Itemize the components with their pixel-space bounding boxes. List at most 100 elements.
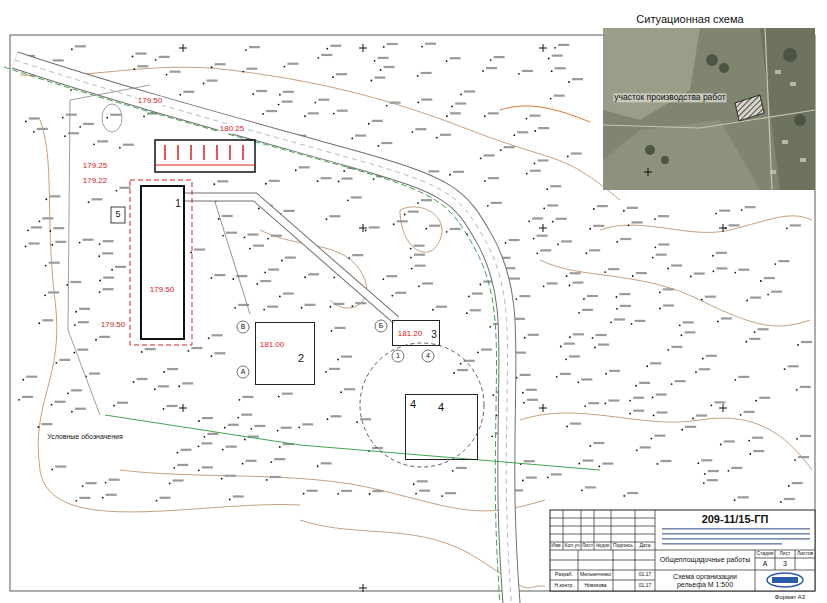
circle-shape — [661, 156, 669, 164]
rect-shape — [248, 233, 259, 235]
rect-shape — [671, 264, 682, 266]
survey-point — [584, 402, 599, 407]
survey-point — [51, 465, 66, 470]
circle-shape — [421, 46, 423, 48]
survey-point — [33, 128, 48, 133]
circle-shape — [653, 414, 655, 416]
rect-shape — [636, 272, 647, 274]
survey-point — [482, 67, 497, 72]
rect-shape — [59, 359, 70, 361]
survey-point — [623, 207, 638, 212]
circle-shape — [79, 126, 81, 128]
circle-shape — [584, 405, 586, 407]
polygon-shape — [735, 95, 764, 121]
circle-shape — [99, 280, 101, 282]
line-shape — [229, 145, 231, 160]
rect-shape — [397, 220, 408, 222]
rect-shape — [456, 467, 467, 469]
rect-shape — [115, 266, 126, 268]
survey-point — [75, 497, 90, 502]
circle-shape — [265, 183, 267, 185]
circle-shape — [701, 299, 703, 301]
circle-shape — [190, 252, 192, 254]
rect-shape — [55, 465, 66, 467]
rect-shape — [602, 462, 613, 464]
rect-shape — [486, 67, 497, 69]
survey-point — [198, 466, 213, 471]
circle-shape — [141, 351, 143, 353]
circle-shape — [222, 235, 224, 237]
circle-shape — [522, 480, 524, 482]
rect-shape — [775, 70, 781, 74]
rect-shape — [800, 435, 811, 437]
circle-shape — [585, 252, 587, 254]
rect-shape — [267, 306, 278, 308]
survey-point — [592, 334, 607, 339]
rect-shape — [522, 70, 533, 72]
survey-point — [566, 423, 581, 428]
rect-shape — [55, 241, 66, 243]
rect-shape — [207, 80, 218, 82]
rect-shape — [48, 291, 59, 293]
survey-point — [229, 495, 244, 500]
rect-shape — [509, 278, 520, 280]
survey-point — [82, 482, 97, 487]
table-cell: Мельниченко — [579, 572, 612, 578]
survey-point — [116, 187, 131, 192]
circle-shape — [604, 403, 606, 405]
circle-shape — [51, 244, 53, 246]
rect-shape — [633, 397, 644, 399]
circle-shape — [204, 436, 206, 438]
rect-shape — [387, 43, 398, 45]
circle-shape — [284, 66, 286, 68]
rect-shape — [694, 272, 705, 274]
rect-shape — [89, 372, 100, 374]
rect-shape — [556, 218, 567, 220]
survey-point — [44, 291, 59, 296]
circle-shape — [224, 427, 226, 429]
survey-point — [659, 304, 674, 309]
rect-shape — [684, 331, 695, 333]
survey-point — [533, 235, 548, 240]
circle-shape — [589, 228, 591, 230]
circle-shape — [526, 118, 528, 120]
circle-shape — [710, 404, 712, 406]
survey-point — [681, 426, 696, 431]
rect-shape — [173, 479, 184, 481]
survey-point — [741, 206, 756, 211]
circle-shape — [646, 365, 648, 367]
rect-shape — [800, 158, 806, 162]
rect-shape — [83, 123, 94, 125]
survey-point — [616, 238, 631, 243]
rect-shape — [414, 245, 425, 247]
survey-point — [232, 275, 247, 280]
circle-shape — [71, 411, 73, 413]
survey-point — [681, 331, 696, 336]
circle-shape — [331, 330, 333, 332]
rect-shape — [155, 140, 255, 172]
circle-shape — [304, 276, 306, 278]
rect-shape — [285, 256, 296, 258]
parcel-boundary — [68, 85, 150, 415]
circle-shape — [554, 47, 556, 49]
rect-shape — [488, 177, 499, 179]
rect-shape — [360, 418, 371, 420]
survey-point — [629, 397, 644, 402]
survey-point — [64, 132, 79, 137]
circle-shape — [66, 284, 68, 286]
circle-shape — [211, 66, 213, 68]
rect-shape — [228, 424, 239, 426]
rect-shape — [22, 396, 33, 398]
survey-point — [270, 458, 285, 463]
rect-shape — [159, 56, 170, 58]
rect-shape — [233, 495, 244, 497]
circle-shape — [262, 113, 264, 115]
survey-point — [543, 282, 558, 287]
rect-shape — [102, 252, 113, 254]
rect-shape — [49, 262, 60, 264]
table-header: Лист — [581, 543, 594, 549]
survey-point — [589, 225, 604, 230]
elevation-mark: 181.20 — [397, 330, 423, 339]
rect-shape — [608, 399, 619, 401]
survey-point — [417, 199, 432, 204]
